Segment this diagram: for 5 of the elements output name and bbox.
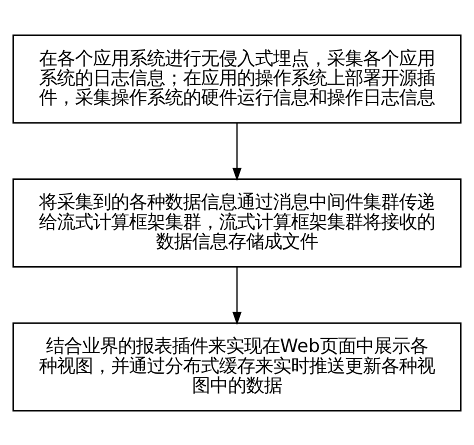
- node-box: 在各个应用系统进行无侵入式埋点，采集各个应用系统的日志信息；在应用的操作系统上部署开源插件，采集操作系统的硬件运行信息和操作日志信息: [12, 34, 462, 124]
- node-box: 将采集到的各种数据信息通过消息中间件集群传递给流式计算框架集群，流式计算框架集群将接收的数据信息存储成文件: [12, 178, 462, 268]
- node-box: 结合业界的报表插件来实现在Web页面中展示各种视图，并通过分布式缓存来实时推送更新各种视图中的数据: [12, 322, 462, 412]
- arrow: [232, 122, 242, 181]
- arrow: [232, 266, 242, 324]
